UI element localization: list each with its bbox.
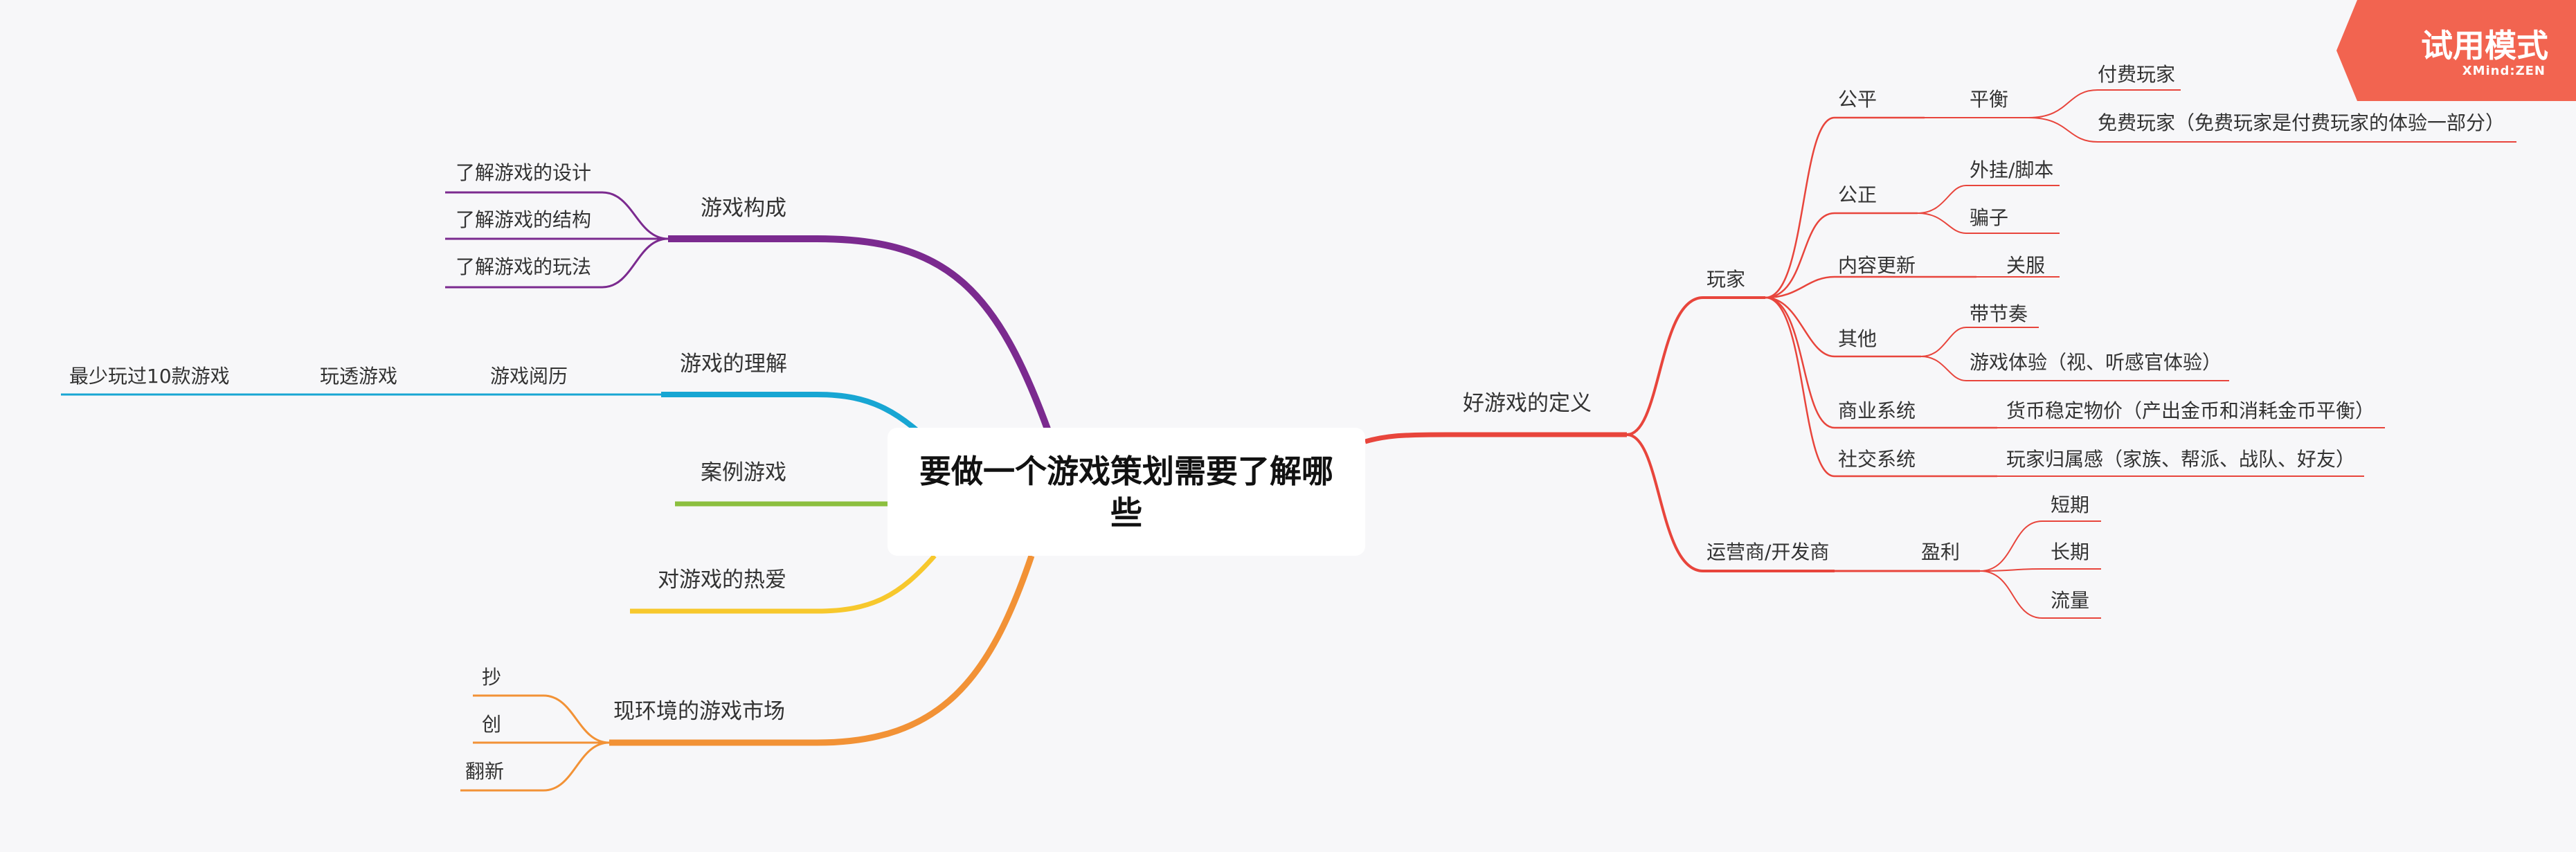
topic-price-stability[interactable]: 货币稳定物价（产出金币和消耗金币平衡） bbox=[2006, 399, 2375, 422]
branch-composition bbox=[668, 235, 1052, 434]
central-topic-title: 要做一个游戏策划需要了解哪些 bbox=[919, 452, 1333, 532]
topic-composition-gameplay[interactable]: 了解游戏的玩法 bbox=[456, 255, 592, 278]
topic-player[interactable]: 玩家 bbox=[1706, 268, 1746, 291]
topic-rhythm[interactable]: 带节奏 bbox=[1970, 302, 2028, 325]
central-topic[interactable]: 要做一个游戏策划需要了解哪些 bbox=[888, 428, 1365, 556]
topic-social-system[interactable]: 社交系统 bbox=[1838, 448, 1916, 471]
topic-min-ten-games[interactable]: 最少玩过10款游戏 bbox=[69, 365, 230, 388]
topic-traffic[interactable]: 流量 bbox=[2051, 589, 2090, 612]
topic-case-games[interactable]: 案例游戏 bbox=[701, 460, 786, 485]
topic-justice[interactable]: 公正 bbox=[1838, 183, 1877, 206]
right-connectors bbox=[1364, 89, 2516, 619]
topic-composition-design[interactable]: 了解游戏的设计 bbox=[456, 161, 592, 184]
topic-game-market[interactable]: 现环境的游戏市场 bbox=[613, 699, 785, 724]
topic-server-close[interactable]: 关服 bbox=[2006, 254, 2046, 277]
topic-market-create[interactable]: 创 bbox=[482, 713, 502, 736]
topic-market-copy[interactable]: 抄 bbox=[482, 666, 502, 689]
topic-game-composition[interactable]: 游戏构成 bbox=[701, 196, 786, 221]
topic-content-update[interactable]: 内容更新 bbox=[1838, 254, 1916, 277]
topic-play-through[interactable]: 玩透游戏 bbox=[320, 365, 398, 388]
badge-shape bbox=[2336, 0, 2576, 101]
topic-game-passion[interactable]: 对游戏的热爱 bbox=[658, 568, 786, 592]
topic-commerce-system[interactable]: 商业系统 bbox=[1838, 399, 1916, 422]
topic-cheat-script[interactable]: 外挂/脚本 bbox=[1970, 158, 2054, 181]
topic-long-term[interactable]: 长期 bbox=[2051, 541, 2090, 563]
topic-good-game-definition[interactable]: 好游戏的定义 bbox=[1463, 391, 1592, 416]
topic-other[interactable]: 其他 bbox=[1838, 327, 1877, 350]
topic-game-understanding[interactable]: 游戏的理解 bbox=[680, 352, 787, 377]
topic-composition-structure[interactable]: 了解游戏的结构 bbox=[456, 208, 592, 231]
topic-profit[interactable]: 盈利 bbox=[1921, 541, 1961, 563]
trial-mode-label: 试用模式 bbox=[2421, 27, 2548, 64]
topic-fraud[interactable]: 骗子 bbox=[1970, 206, 2009, 229]
topic-game-experience-senses[interactable]: 游戏体验（视、听感官体验） bbox=[1970, 351, 2222, 374]
topic-short-term[interactable]: 短期 bbox=[2051, 493, 2090, 516]
topic-paid-player[interactable]: 付费玩家 bbox=[2098, 63, 2176, 86]
composition-children bbox=[445, 191, 669, 289]
branch-love bbox=[630, 554, 937, 614]
trial-mode-badge[interactable]: 试用模式 XMind:ZEN bbox=[2336, 0, 2576, 101]
topic-market-renew[interactable]: 翻新 bbox=[465, 760, 505, 783]
topic-fair[interactable]: 公平 bbox=[1838, 88, 1877, 111]
branch-market bbox=[609, 554, 1035, 746]
xmind-logo-text: XMind:ZEN bbox=[2462, 64, 2546, 78]
market-children bbox=[460, 694, 610, 792]
topic-operator-developer[interactable]: 运营商/开发商 bbox=[1706, 541, 1830, 563]
topic-balance[interactable]: 平衡 bbox=[1970, 88, 2009, 111]
topic-free-player[interactable]: 免费玩家（免费玩家是付费玩家的体验一部分） bbox=[2098, 111, 2505, 134]
topic-belonging[interactable]: 玩家归属感（家族、帮派、战队、好友） bbox=[2006, 448, 2356, 471]
topic-game-experience[interactable]: 游戏阅历 bbox=[490, 365, 568, 388]
